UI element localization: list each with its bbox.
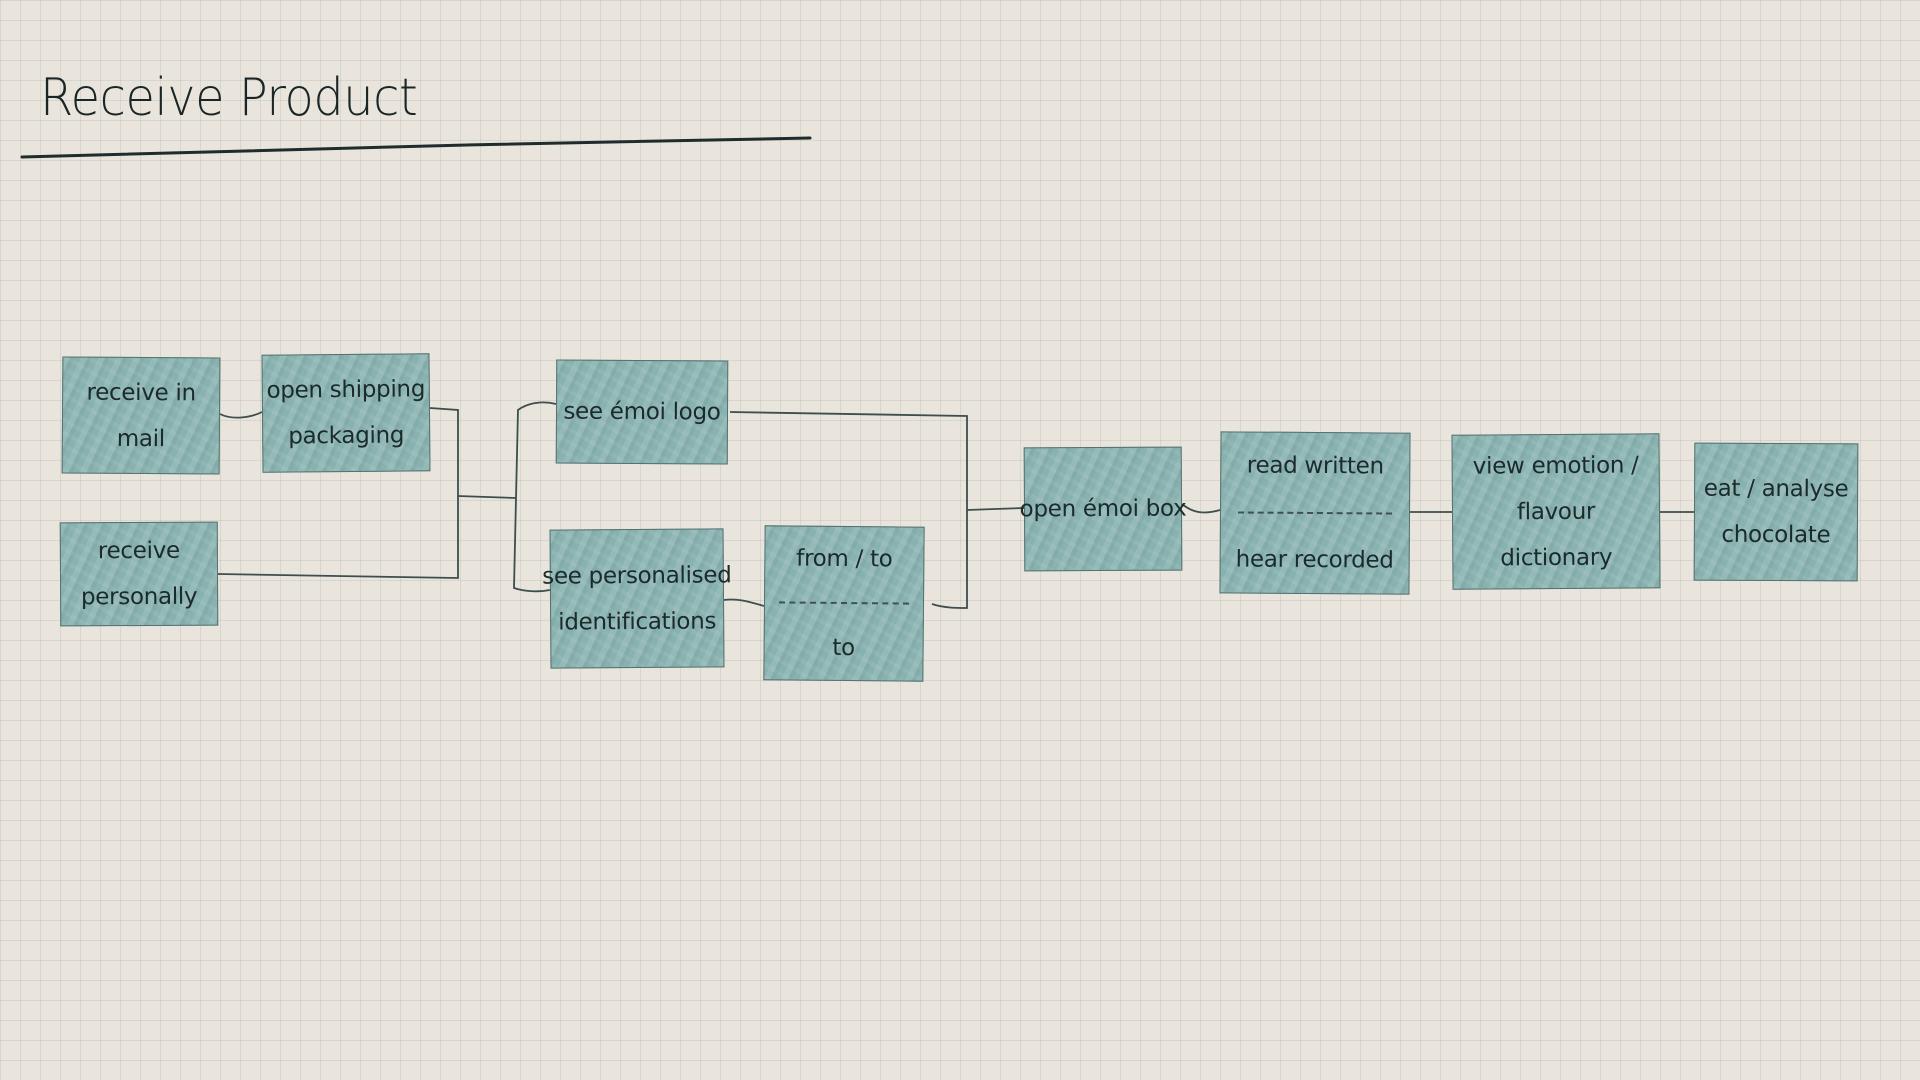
step-label-line: flavour bbox=[1516, 498, 1596, 525]
connector-split-to-logo bbox=[515, 401, 557, 499]
step-from-to[interactable]: from / to to bbox=[763, 525, 925, 682]
dashed-divider bbox=[779, 601, 909, 606]
step-view-emotion-flavour-dictionary[interactable]: view emotion / flavour dictionary bbox=[1451, 433, 1661, 590]
connector-logo-to-join bbox=[729, 411, 968, 510]
step-label-line: identifications bbox=[558, 607, 717, 636]
step-label-bottom: to bbox=[832, 634, 855, 661]
step-label-line: personally bbox=[80, 583, 198, 611]
connector-shipping-to-merge bbox=[429, 407, 459, 496]
step-label-line: mail bbox=[116, 425, 165, 452]
step-read-written-hear-recorded[interactable]: read written hear recorded bbox=[1219, 431, 1411, 595]
step-label-line: receive bbox=[97, 537, 180, 565]
step-label-line: chocolate bbox=[1721, 521, 1831, 549]
connector-personally-to-merge bbox=[217, 496, 459, 579]
connector-personalised-to-fromto bbox=[723, 598, 765, 607]
step-label-top: read written bbox=[1246, 452, 1384, 480]
step-label-line: see personalised bbox=[542, 561, 732, 590]
step-receive-personally[interactable]: receive personally bbox=[59, 521, 219, 627]
connector-split-to-personalised bbox=[513, 497, 551, 593]
step-open-emoi-box[interactable]: open émoi box bbox=[1020, 446, 1186, 572]
step-label-line: dictionary bbox=[1500, 544, 1613, 571]
step-label-top: from / to bbox=[796, 545, 893, 573]
step-label-line: open shipping bbox=[266, 376, 426, 404]
step-label-line: packaging bbox=[288, 422, 405, 450]
connector-join-to-openbox bbox=[966, 507, 1025, 511]
step-label-line: open émoi box bbox=[1019, 495, 1187, 523]
step-see-personalised-identifications[interactable]: see personalised identifications bbox=[542, 528, 732, 669]
page-title: Receive Product bbox=[40, 68, 418, 128]
step-label-line: view emotion / bbox=[1472, 451, 1639, 480]
step-receive-in-mail[interactable]: receive in mail bbox=[61, 356, 221, 475]
connector-openbox-to-read bbox=[1181, 503, 1221, 514]
step-eat-analyse-chocolate[interactable]: eat / analyse chocolate bbox=[1693, 442, 1859, 582]
step-open-shipping-packaging[interactable]: open shipping packaging bbox=[261, 353, 431, 473]
connector-fromto-to-join bbox=[931, 510, 968, 609]
title-underline bbox=[20, 136, 812, 159]
step-label-bottom: hear recorded bbox=[1235, 546, 1394, 574]
step-label-line: receive in bbox=[86, 379, 196, 406]
step-label-line: see émoi logo bbox=[563, 398, 721, 426]
dashed-divider bbox=[1237, 511, 1393, 515]
connector-merge-to-split bbox=[457, 495, 517, 499]
connector-mail-to-shipping bbox=[219, 411, 263, 419]
step-see-emoi-logo[interactable]: see émoi logo bbox=[555, 359, 729, 465]
step-label-line: eat / analyse bbox=[1703, 475, 1849, 503]
